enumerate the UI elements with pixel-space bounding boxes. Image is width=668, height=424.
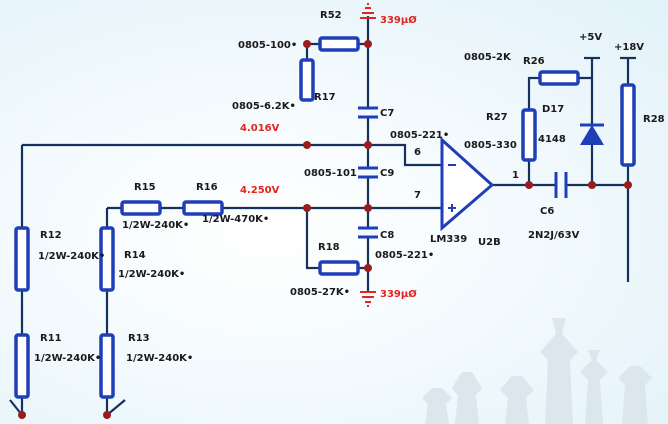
label-r26: R26 bbox=[523, 56, 545, 67]
label-r27: R27 bbox=[486, 112, 508, 123]
label-d17-val: 4148 bbox=[538, 134, 566, 145]
label-r15-val: 1/2W-240K• bbox=[122, 220, 189, 231]
label-r26-pkg: 0805-2K bbox=[464, 52, 512, 63]
label-r16: R16 bbox=[196, 182, 218, 193]
resistor-r26 bbox=[538, 70, 580, 86]
label-plus18v: +18V bbox=[614, 42, 644, 53]
label-c7-pkg: 0805-221• bbox=[390, 130, 449, 141]
resistor-r15 bbox=[120, 200, 162, 216]
label-cap-bottom: 339μØ bbox=[380, 288, 417, 300]
resistor-r13 bbox=[99, 333, 115, 399]
label-pin7: 7 bbox=[414, 190, 421, 201]
label-r13-val: 1/2W-240K• bbox=[126, 353, 193, 364]
label-r28: R28 bbox=[643, 114, 665, 125]
label-c7: C7 bbox=[380, 108, 394, 119]
label-r17-pkg: 0805-6.2K• bbox=[232, 101, 296, 112]
label-c9-pkg: 0805-101 bbox=[304, 168, 357, 179]
label-c8-pkg: 0805-221• bbox=[375, 250, 434, 261]
junction-nodes bbox=[18, 40, 632, 419]
label-r27-pkg: 0805-330 bbox=[464, 140, 517, 151]
label-r14-val: 1/2W-240K• bbox=[118, 269, 185, 280]
capacitor-c8 bbox=[358, 226, 378, 239]
label-lm339: LM339 bbox=[430, 234, 467, 245]
label-r14: R14 bbox=[124, 250, 146, 261]
resistor-r28 bbox=[620, 83, 636, 167]
label-r18: R18 bbox=[318, 242, 340, 253]
label-cap-top: 339μØ bbox=[380, 14, 417, 26]
label-r11: R11 bbox=[40, 333, 62, 344]
resistor-r17 bbox=[299, 58, 315, 102]
label-r17: R17 bbox=[314, 92, 336, 103]
label-voltage-2: 4.250V bbox=[240, 185, 280, 196]
label-d17: D17 bbox=[542, 104, 564, 115]
chess-pieces-decoration bbox=[422, 318, 652, 424]
label-r12: R12 bbox=[40, 230, 62, 241]
cap-ground-top bbox=[360, 3, 376, 19]
capacitor-c6 bbox=[554, 172, 568, 198]
resistor-r27 bbox=[521, 108, 537, 162]
capacitor-c7 bbox=[358, 106, 378, 119]
resistor-r12 bbox=[14, 226, 30, 292]
label-c6-val: 2N2J/63V bbox=[528, 230, 580, 241]
cap-ground-bottom bbox=[360, 291, 376, 307]
resistor-r16 bbox=[182, 200, 224, 216]
label-voltage-1: 4.016V bbox=[240, 123, 280, 134]
label-r15: R15 bbox=[134, 182, 156, 193]
label-plus5v: +5V bbox=[579, 32, 602, 43]
label-r11-val: 1/2W-240K• bbox=[34, 353, 101, 364]
label-r13: R13 bbox=[128, 333, 150, 344]
resistor-r52 bbox=[318, 36, 360, 52]
label-r52: R52 bbox=[320, 10, 342, 21]
comparator-lm339 bbox=[440, 136, 495, 232]
label-c9: C9 bbox=[380, 168, 394, 179]
label-r16-val: 1/2W-470K• bbox=[202, 214, 269, 225]
label-c8: C8 bbox=[380, 230, 394, 241]
resistor-r11 bbox=[14, 333, 30, 399]
label-u2b: U2B bbox=[478, 237, 501, 248]
capacitor-c9 bbox=[358, 166, 378, 179]
label-r12-val: 1/2W-240K• bbox=[38, 251, 105, 262]
resistor-r18 bbox=[318, 260, 360, 276]
label-c6: C6 bbox=[540, 206, 554, 217]
label-r18-pkg: 0805-27K• bbox=[290, 287, 350, 298]
label-pin6: 6 bbox=[414, 147, 421, 158]
label-r52-pkg: 0805-100• bbox=[238, 40, 297, 51]
resistor-r14 bbox=[99, 226, 115, 292]
diode-d17 bbox=[580, 123, 604, 145]
label-pin1: 1 bbox=[512, 170, 519, 181]
